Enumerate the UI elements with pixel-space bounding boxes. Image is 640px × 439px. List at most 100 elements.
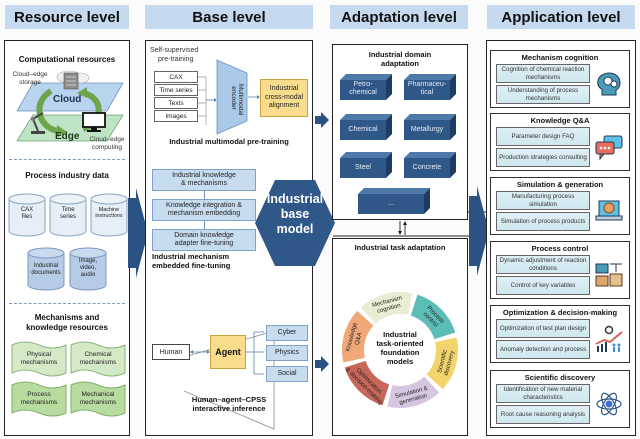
app-item: Anomaly detection and process xyxy=(496,340,590,359)
center-line1: Industrial xyxy=(383,330,417,339)
domain-label-line: chemical xyxy=(349,89,377,97)
input-texts: Texts xyxy=(154,97,198,109)
mech-text: Chemical xyxy=(84,351,112,358)
core-line2: base xyxy=(280,206,310,221)
domain-cube: ... xyxy=(358,188,430,214)
cloud-edge-computing-label: Cloud–edge computing xyxy=(85,136,129,152)
encoder-label: Multimodal encoder xyxy=(229,84,244,116)
self-supervised-label: Self-supervised pre-training xyxy=(150,47,198,65)
header-base-level: Base level xyxy=(145,5,313,29)
cyl-text: files xyxy=(21,213,33,220)
domain-label: Concrete xyxy=(404,164,450,172)
wheel-segment-scientific xyxy=(426,337,458,390)
arrow-resource-to-base xyxy=(128,188,148,278)
mech-text: mechanisms xyxy=(20,358,58,366)
step-line: Knowledge integration & xyxy=(166,201,242,209)
domain-label-line: Petro- xyxy=(353,81,373,88)
task-wheel-center-label: Industrial task-oriented foundation mode… xyxy=(370,330,430,366)
computational-resources-title: Computational resources xyxy=(18,55,116,64)
core-line1: Industrial xyxy=(266,192,324,206)
agent-box: Agent xyxy=(210,335,246,369)
section-divider xyxy=(9,303,125,304)
app-item: Dynamic adjustment of reaction condition… xyxy=(496,255,590,274)
ssl-line1: Self-supervised xyxy=(150,47,199,54)
step-connector xyxy=(204,191,205,199)
storage-label-line2: storage xyxy=(19,78,41,86)
domain-label-line: ... xyxy=(388,200,394,207)
inference-caption: Human–agent–CPSS interactive inference xyxy=(146,395,312,414)
domain-label-line: Steel xyxy=(355,164,371,171)
domain-cube: Metallurgy xyxy=(404,114,456,140)
cross-modal-alignment-box: Industrial cross-modal alignment xyxy=(260,79,308,117)
mechanisms-title-line1: Mechanisms and xyxy=(34,313,100,322)
app-item: Identification of new material character… xyxy=(496,384,590,403)
domain-label-line: Chemical xyxy=(348,126,378,133)
cyl-text: documents xyxy=(31,269,61,276)
cyl-text: Time xyxy=(61,207,75,213)
target-social: Social xyxy=(266,366,308,382)
alignment-line3: alignment xyxy=(268,102,300,110)
domain-label: Steel xyxy=(340,164,386,172)
wheel-segment-mechanism xyxy=(360,292,413,324)
domain-adaptation-title: Industrial domain adaptation xyxy=(333,50,467,68)
domain-label: Metallurgy xyxy=(404,126,450,134)
atom-icon xyxy=(594,389,624,419)
domain-cube: Petro-chemical xyxy=(340,74,392,100)
finetuning-caption: Industrial mechanism embedded fine-tunin… xyxy=(152,252,230,270)
domain-cube: Concrete xyxy=(404,152,456,178)
cloud-edge-storage-label: Cloud–edge storage xyxy=(10,71,50,87)
cyl-text: audio xyxy=(80,271,96,278)
center-line3: foundation xyxy=(380,348,420,357)
industrial-base-model-label: Industrial base model xyxy=(255,192,335,236)
task-adaptation-title: Industrial task adaptation xyxy=(354,243,446,252)
cyl-text: series xyxy=(59,213,76,220)
mech-text: mechanisms xyxy=(79,398,117,406)
app-group-title: Process control xyxy=(531,244,589,253)
app-group-title: Simulation & generation xyxy=(516,180,604,189)
cyl-text: video, xyxy=(79,264,96,271)
app-group-title: Optimization & decision-making xyxy=(502,308,618,317)
domain-title-line1: Industrial domain xyxy=(368,50,432,59)
finetune-caption-line1: Industrial mechanism xyxy=(152,252,230,261)
domain-label-line: Concrete xyxy=(412,164,442,171)
domain-label: ... xyxy=(358,200,424,208)
human-box: Human xyxy=(152,344,190,360)
section-divider xyxy=(9,159,125,160)
app-group-title: Mechanism cognition xyxy=(521,53,599,62)
input-images: Images xyxy=(154,110,198,122)
ssl-line2: pre-training xyxy=(158,55,194,63)
cyl-text: instructions xyxy=(95,213,123,220)
app-group-title: Scientific discovery xyxy=(524,373,596,382)
step-line: Industrial knowledge xyxy=(172,171,236,179)
step-line: Domain knowledge xyxy=(174,231,234,239)
domain-label: Chemical xyxy=(340,126,386,134)
app-item: Understanding of process mechanisms xyxy=(496,85,590,104)
process-industry-data-title: Process industry data xyxy=(25,171,109,180)
input-cax: CAX xyxy=(154,71,198,83)
app-item: Parameter design FAQ xyxy=(496,127,590,146)
edge-label: Edge xyxy=(55,131,80,142)
header-application-level: Application level xyxy=(487,5,635,29)
target-physics: Physics xyxy=(266,345,308,361)
brain-gears-icon xyxy=(594,69,624,99)
core-line3: model xyxy=(276,221,314,236)
inference-caption-line1: Human–agent–CPSS xyxy=(191,395,267,404)
step-line: mechanism embedding xyxy=(167,210,241,217)
cloud-edge-illustration xyxy=(16,70,124,142)
arrow-pretraining-to-domain xyxy=(315,112,329,128)
arrow-inference-to-task xyxy=(315,356,329,372)
cloud-label: Cloud xyxy=(53,94,82,105)
mech-text: mechanisms xyxy=(20,398,58,406)
app-item: Optimization of test plan design xyxy=(496,319,590,338)
robot-arm-icon xyxy=(31,112,45,134)
domain-label-line: Pharmaceu- xyxy=(407,81,447,88)
input-bracket xyxy=(198,76,216,125)
